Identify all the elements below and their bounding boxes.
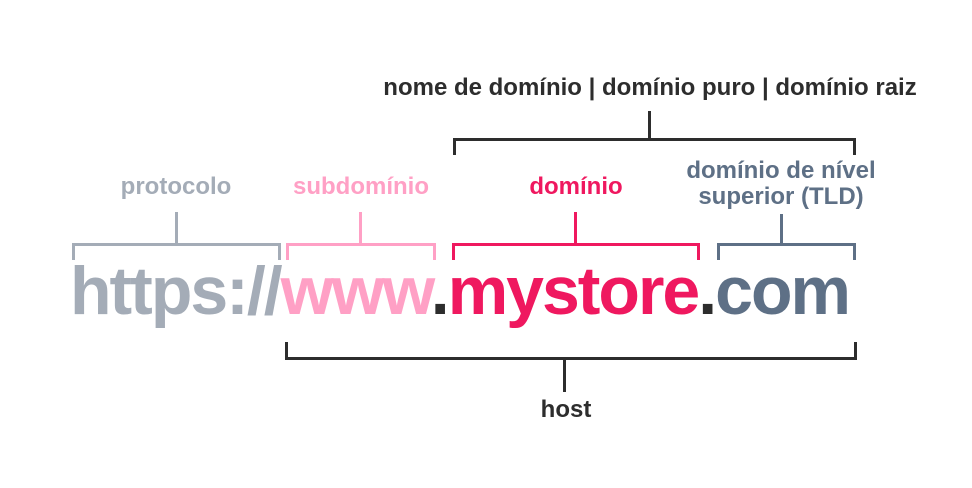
protocol-stem [175, 212, 178, 243]
page-title: nome de domínio | domínio puro | domínio… [383, 74, 917, 101]
tld-label-line2: superior (TLD) [698, 183, 864, 210]
protocol-label: protocolo [120, 173, 232, 200]
domain-stem [574, 212, 577, 243]
url-separator-1: . [430, 253, 450, 329]
subdomain-label: subdomínio [293, 173, 429, 200]
tld-bracket [717, 243, 856, 260]
protocol-bracket [72, 243, 281, 260]
host-bracket [285, 342, 857, 360]
url-text: https://www.mystore.com [70, 257, 851, 325]
url-domain: mystore [447, 253, 701, 329]
url-protocol: https:// [70, 253, 283, 329]
tld-label: domínio de nível superior (TLD) [686, 158, 875, 210]
host-stem [563, 360, 566, 392]
url-tld: com [715, 253, 851, 329]
host-label: host [540, 396, 592, 423]
subdomain-stem [359, 212, 362, 243]
tld-label-line1: domínio de nível [686, 157, 876, 184]
domain-name-bracket [453, 138, 856, 155]
domain-name-stem [648, 111, 651, 138]
domain-label: domínio [529, 173, 623, 200]
tld-stem [780, 214, 783, 243]
subdomain-bracket [286, 243, 436, 260]
url-subdomain: www [280, 253, 433, 329]
domain-bracket [452, 243, 700, 260]
url-separator-2: . [698, 253, 717, 329]
